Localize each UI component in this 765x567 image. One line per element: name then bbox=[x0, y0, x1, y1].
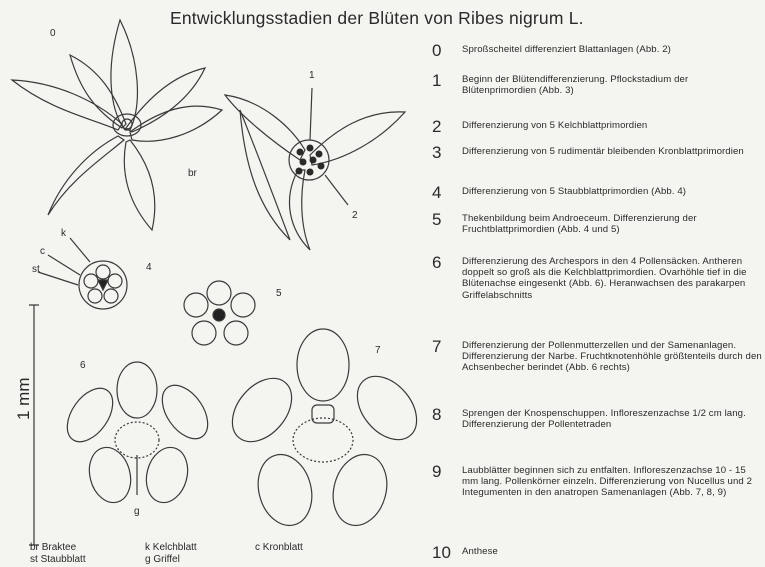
label-c: c bbox=[40, 246, 45, 257]
stage-6-drawing bbox=[58, 362, 217, 507]
label-stage-7: 7 bbox=[375, 345, 381, 356]
abbr-st: st Staubblatt bbox=[30, 554, 86, 565]
stage-5-drawing bbox=[184, 281, 255, 345]
label-stage-2: 2 bbox=[352, 210, 358, 221]
label-st: st bbox=[32, 264, 40, 275]
label-stage-5: 5 bbox=[276, 288, 282, 299]
stage-0-drawing bbox=[12, 20, 222, 230]
label-stage-6: 6 bbox=[80, 360, 86, 371]
abbr-br: br Braktee bbox=[30, 542, 76, 553]
stage-7-drawing bbox=[220, 329, 428, 532]
label-k: k bbox=[61, 228, 66, 239]
abbr-k: k Kelchblatt bbox=[145, 542, 197, 553]
label-stage-4: 4 bbox=[146, 262, 152, 273]
scale-bar bbox=[29, 305, 39, 545]
abbr-g: g Griffel bbox=[145, 554, 180, 565]
label-stage-0: 0 bbox=[50, 28, 56, 39]
abbr-c: c Kronblatt bbox=[255, 542, 303, 553]
stage-4-drawing bbox=[38, 238, 127, 309]
stage-1-2-drawing bbox=[225, 88, 405, 250]
flower-stages-drawing bbox=[0, 0, 430, 567]
scale-bar-label: 1 mm bbox=[14, 378, 34, 421]
label-g: g bbox=[134, 506, 140, 517]
label-stage-1: 1 bbox=[309, 70, 315, 81]
label-br: br bbox=[188, 168, 197, 179]
